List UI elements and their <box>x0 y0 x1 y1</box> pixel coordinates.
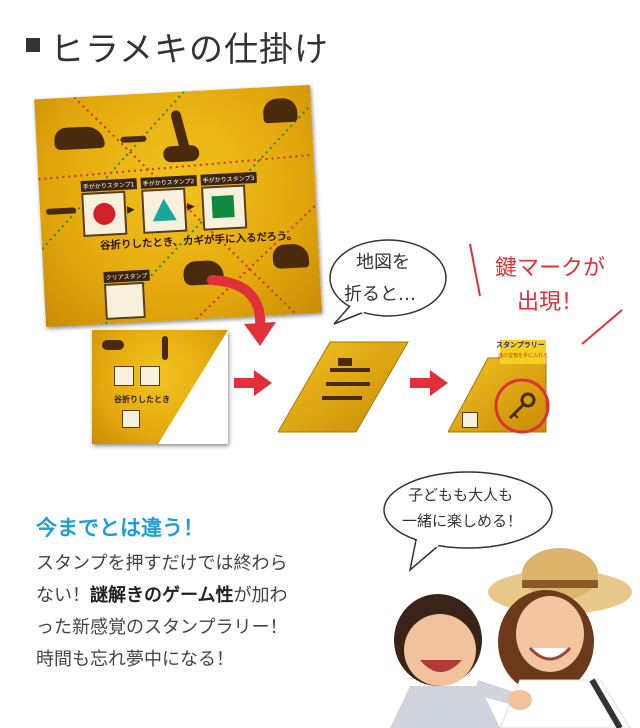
chevron-right-icon: ▶ <box>186 201 196 213</box>
speech-bubble <box>329 239 447 325</box>
arrow-right-icon <box>410 370 448 396</box>
body-text: ない！ <box>36 585 90 606</box>
bubble-line-1: 子どもも大人も <box>408 486 514 504</box>
square-icon <box>211 195 235 219</box>
red-circle-icon <box>92 202 116 226</box>
clear-stamp-box <box>103 281 146 320</box>
dinosaur-silhouette <box>102 340 124 350</box>
map-illustration: 手がかりスタンプ1 手がかりスタンプ2 手がかりスタンプ3 ▶ ▶ 谷折りしたと… <box>34 84 322 328</box>
body-emphasis: 謎解きのゲーム性 <box>90 585 234 606</box>
stamp-box <box>122 410 140 428</box>
bubble-line-2: 折ると… <box>344 284 416 305</box>
body-text: が加わ <box>233 585 288 606</box>
panel-caption: 谷折りしたとき <box>114 395 170 404</box>
stamp-box <box>114 366 134 386</box>
section-subheading: 今までとは違う！ <box>36 516 204 540</box>
triangle-icon <box>151 198 177 222</box>
bubble-line-1: 地図を <box>356 252 410 273</box>
key-callout-line-2: 出現！ <box>516 290 583 315</box>
speech-bubble <box>383 471 553 572</box>
dinosaur-silhouette <box>53 125 105 151</box>
stamp-box <box>462 412 478 428</box>
family-photo <box>370 530 640 728</box>
folded-map-step-3: スタンプラリー 謎の宝物を手に入れろ <box>448 340 574 434</box>
stamp-box-2 <box>141 187 188 234</box>
dinosaur-silhouette <box>262 97 298 124</box>
stamp-rally-subtitle: 謎の宝物を手に入れろ <box>498 353 549 359</box>
family-photo-illustration <box>390 548 632 728</box>
heading-bullet <box>26 38 40 52</box>
chevron-right-icon: ▶ <box>126 204 136 216</box>
stamp-box-3 <box>201 184 248 231</box>
folded-map-step-2 <box>278 341 409 433</box>
key-highlight-circle <box>494 378 550 434</box>
body-copy: スタンプを押すだけでは終わら ない！謎解きのゲーム性が加わ った新感覚のスタンプ… <box>36 548 366 676</box>
stamp-rally-title: スタンプラリー <box>496 341 545 349</box>
dinosaur-silhouette <box>162 144 200 163</box>
dinosaur-silhouette <box>162 336 168 360</box>
folded-map-step-1: 谷折りしたとき <box>92 330 228 444</box>
bubble-line-2: 一緒に楽しめる！ <box>402 512 523 530</box>
key-callout-line-1: 鍵マークが <box>494 256 605 281</box>
callout-lines <box>469 243 623 345</box>
body-line-1: スタンプを押すだけでは終わら <box>36 553 288 574</box>
curved-arrow-icon <box>207 275 276 346</box>
key-callout: 鍵マークが 出現！ <box>480 252 620 320</box>
body-line-2: ない！謎解きのゲーム性が加わ <box>36 580 366 612</box>
body-line-4: 時間も忘れ夢中になる！ <box>36 649 234 670</box>
stamp-box <box>140 366 160 386</box>
arrow-right-icon <box>234 370 272 396</box>
page-title: ヒラメキの仕掛け <box>50 30 329 70</box>
body-line-3: った新感覚のスタンプラリー！ <box>36 617 288 638</box>
stamp-box-1 <box>81 190 128 237</box>
folded-corner <box>158 330 228 444</box>
